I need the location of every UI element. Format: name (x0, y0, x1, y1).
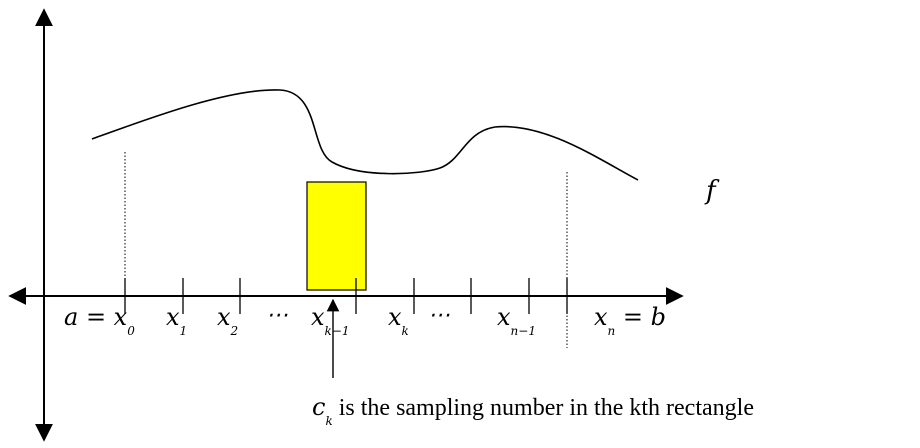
label-x2: x2 (217, 303, 238, 338)
label-x-n-equals-b: xn = b (594, 303, 666, 338)
label-x-n-minus-1-sub: n−1 (511, 324, 536, 338)
label-x-n-minus-1-main: x (497, 303, 511, 331)
label-x-k-minus-1-sub: k−1 (325, 324, 350, 338)
label-x-n-main: x (594, 303, 608, 331)
label-x-n-minus-1: xn−1 (497, 303, 536, 338)
label-x-k-sub: k (402, 324, 409, 338)
label-x-k-minus-1: xk−1 (311, 303, 350, 338)
label-x-n-sub: n (608, 324, 616, 338)
label-a-equals-x0: a = x0 (64, 303, 135, 338)
label-dots-2: ⋯ (428, 303, 450, 328)
label-x-n-suffix: = b (615, 303, 666, 331)
annotation-symbol: c (312, 393, 325, 421)
label-x1: x1 (166, 303, 187, 338)
label-x1-main: x (166, 303, 180, 331)
label-a-equals-x0-main: a = x (64, 303, 128, 331)
label-x-k-main: x (388, 303, 402, 331)
tick-marks (124, 278, 568, 314)
label-x-k: xk (388, 303, 409, 338)
label-dots-1: ⋯ (266, 303, 288, 328)
function-label: f (704, 176, 720, 206)
label-x2-main: x (217, 303, 231, 331)
annotation-subscript: k (325, 414, 332, 428)
label-x-k-minus-1-main: x (311, 303, 325, 331)
function-curve (91, 89, 639, 181)
sample-rectangle (306, 181, 367, 291)
label-x1-sub: 1 (180, 324, 188, 338)
label-x2-sub: 2 (230, 324, 239, 338)
sampling-annotation: ck is the sampling number in the kth rec… (312, 393, 754, 428)
label-a-equals-x0-sub: 0 (127, 324, 135, 338)
annotation-text: is the sampling number in the kth rectan… (333, 395, 754, 421)
